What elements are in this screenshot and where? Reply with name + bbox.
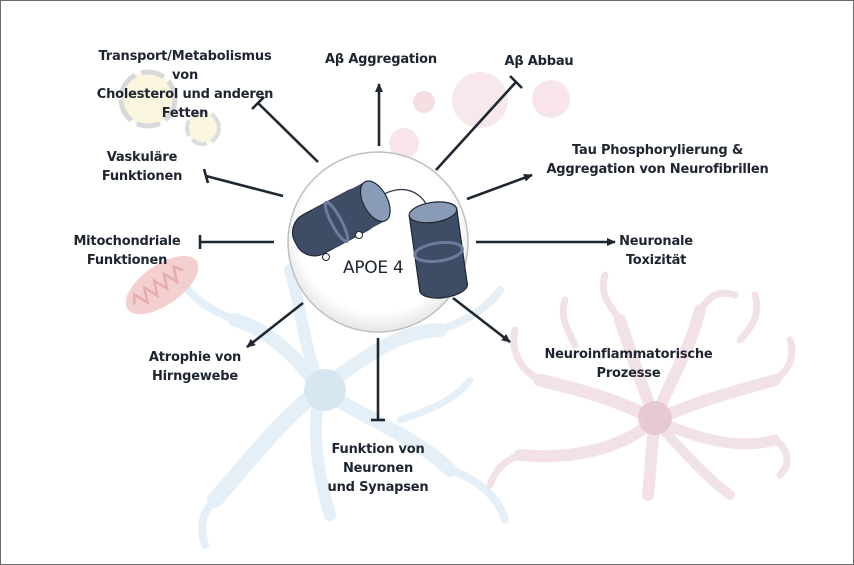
effect-label-abeta-clearance: Aβ Abbau <box>504 54 574 69</box>
apoe4-label: APOE 4 <box>343 258 404 278</box>
effect-label-abeta-aggregation: Aβ Aggregation <box>325 52 437 67</box>
lipid-particle-icons <box>118 69 221 146</box>
inhibit-bar-icon <box>202 168 210 184</box>
astrocyte-background-icon <box>486 271 796 501</box>
effect-label-inflammation: Neuroinflammatorische Prozesse <box>544 347 713 381</box>
connector-abeta-clearance <box>435 81 517 171</box>
lipid-particle-icon <box>185 110 221 146</box>
amyloid-plaque-icons <box>389 72 570 158</box>
amyloid-plaque-icon <box>389 128 419 158</box>
effect-label-lipid: Transport/Metabolismus von Cholesterol u… <box>96 49 274 121</box>
connector-lipid <box>257 102 319 163</box>
tin-can-telephone-icon <box>291 180 469 299</box>
amyloid-plaque-icon <box>413 91 435 113</box>
effect-label-atrophy: Atrophie von Hirngewebe <box>148 350 242 384</box>
amyloid-plaque-icon <box>452 72 508 128</box>
effect-label-synapse: Funktion von Neuronen und Synapsen <box>327 442 429 495</box>
connector-inflammation <box>452 296 511 344</box>
astrocyte-nucleus-icon <box>638 401 672 435</box>
connector-atrophy <box>246 301 304 349</box>
connector-tau <box>466 173 533 201</box>
inhibit-bar-icon <box>509 75 523 89</box>
effect-label-toxicity: Neuronale Toxizität <box>619 234 693 268</box>
lipid-particle-icon <box>118 69 178 129</box>
inhibit-bar-icon <box>251 96 265 110</box>
effect-label-mito: Mitochondriale Funktionen <box>73 234 181 268</box>
amyloid-plaque-icon <box>532 80 570 118</box>
effect-label-vascular: Vaskuläre Funktionen <box>101 150 183 184</box>
neuron-nucleus-icon <box>304 369 346 411</box>
mitochondrion-background-icon <box>125 255 199 315</box>
effect-label-tau: Tau Phosphorylierung & Aggregation von N… <box>546 143 769 177</box>
connector-vascular <box>205 174 284 198</box>
